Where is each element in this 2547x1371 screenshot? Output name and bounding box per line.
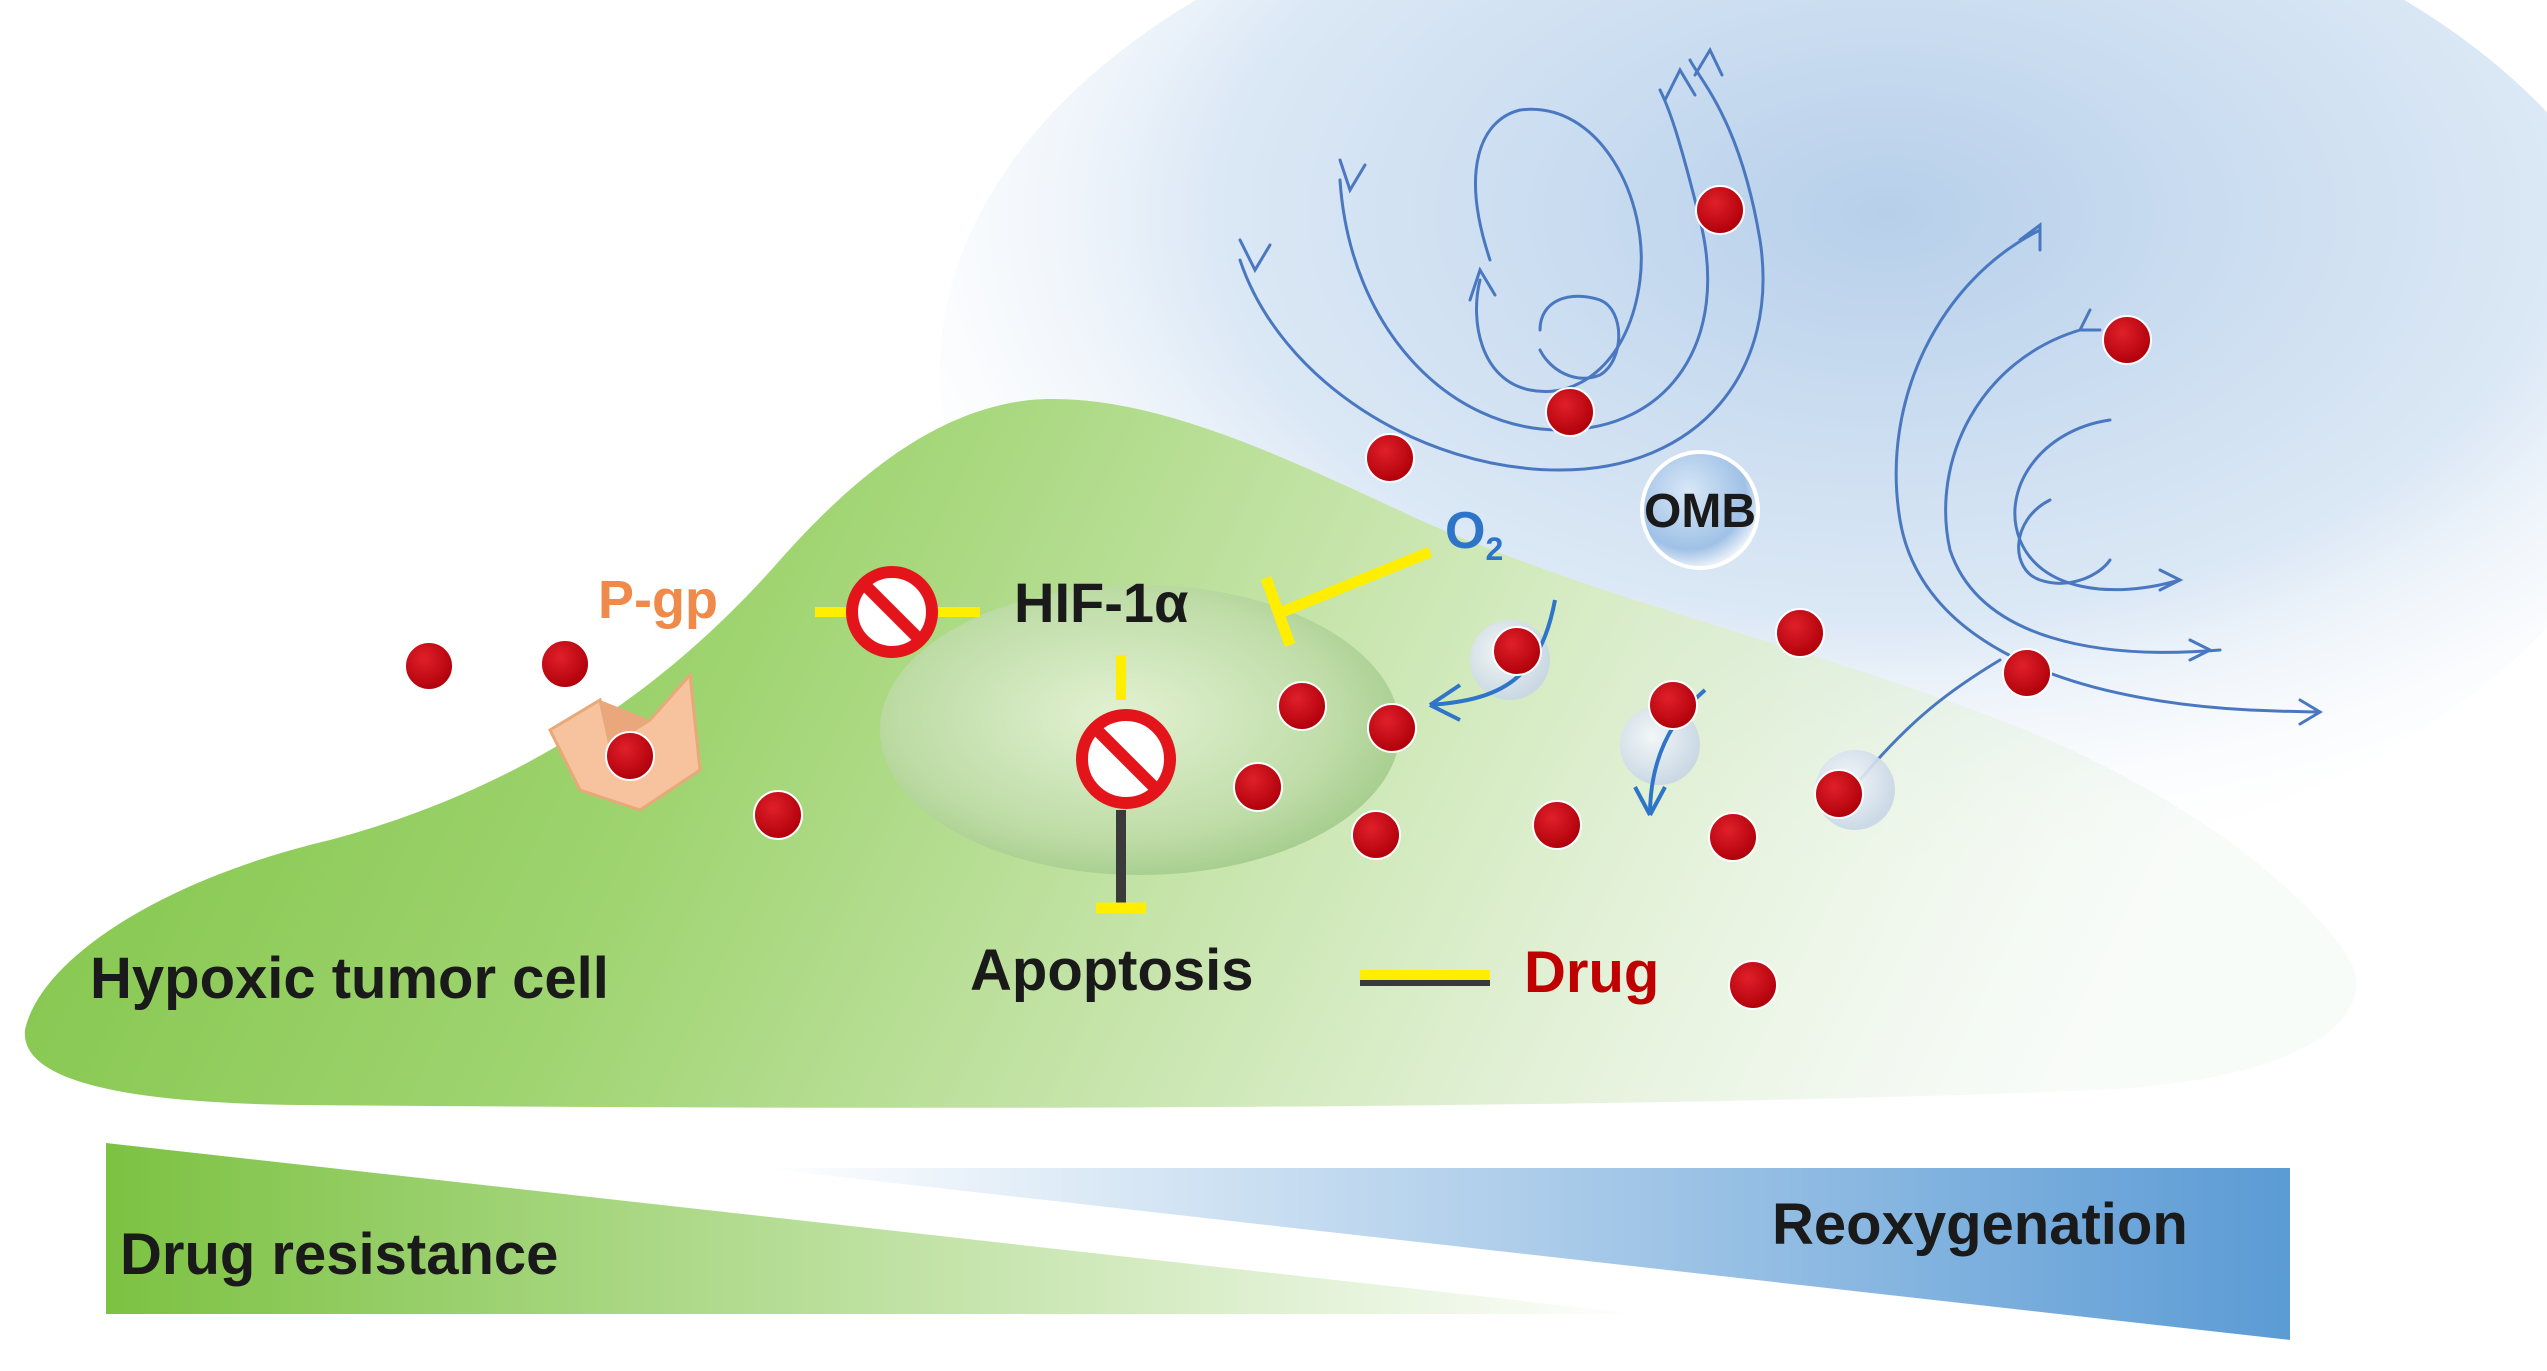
hif-label: HIF-1α <box>1014 571 1188 634</box>
drug-dot <box>1492 626 1542 676</box>
flow-arrowheads <box>1238 46 2323 726</box>
cell-label: Hypoxic tumor cell <box>90 946 609 1011</box>
drug-dot <box>1545 387 1595 437</box>
drug-dot <box>1695 185 1745 235</box>
drug-dot <box>540 639 590 689</box>
drug-dot <box>1775 608 1825 658</box>
drug-resistance-label: Drug resistance <box>120 1222 558 1287</box>
drug-dot <box>1351 810 1401 860</box>
drug-dot <box>1728 960 1778 1010</box>
apoptosis-label: Apoptosis <box>970 938 1254 1003</box>
pgp-transporter-icon <box>548 671 702 812</box>
hif-inhibits-apoptosis <box>1096 655 1146 914</box>
reoxygenation-wedge <box>760 1168 2290 1340</box>
drug-dot <box>1277 681 1327 731</box>
omb-label: OMB <box>1644 485 1756 538</box>
drug-dot <box>1532 800 1582 850</box>
drug-dot <box>753 790 803 840</box>
drug-resistance-wedge <box>106 1143 1640 1314</box>
drug-dot <box>1365 433 1415 483</box>
drug-dot <box>2102 315 2152 365</box>
o2-inhibits-hif <box>1260 546 1433 647</box>
drug-dot <box>404 641 454 691</box>
drug-induces-apoptosis <box>1360 970 1490 986</box>
no-entry-icon <box>1076 709 1176 809</box>
drug-dot <box>1708 812 1758 862</box>
reoxygenation-label: Reoxygenation <box>1772 1192 2188 1257</box>
drug-label: Drug <box>1524 940 1659 1005</box>
no-entry-icon <box>846 566 938 658</box>
drug-dot <box>1814 769 1864 819</box>
flow-streamlines-left <box>1238 58 1765 472</box>
drug-dot <box>1648 680 1698 730</box>
pgp-label: P-gp <box>598 570 718 630</box>
oxygen-microbubble-icon <box>1640 450 1760 570</box>
drug-dot <box>1233 762 1283 812</box>
drug-dot <box>1367 703 1417 753</box>
o2-label: O2 <box>1445 502 1503 567</box>
drug-dot <box>2002 648 2052 698</box>
